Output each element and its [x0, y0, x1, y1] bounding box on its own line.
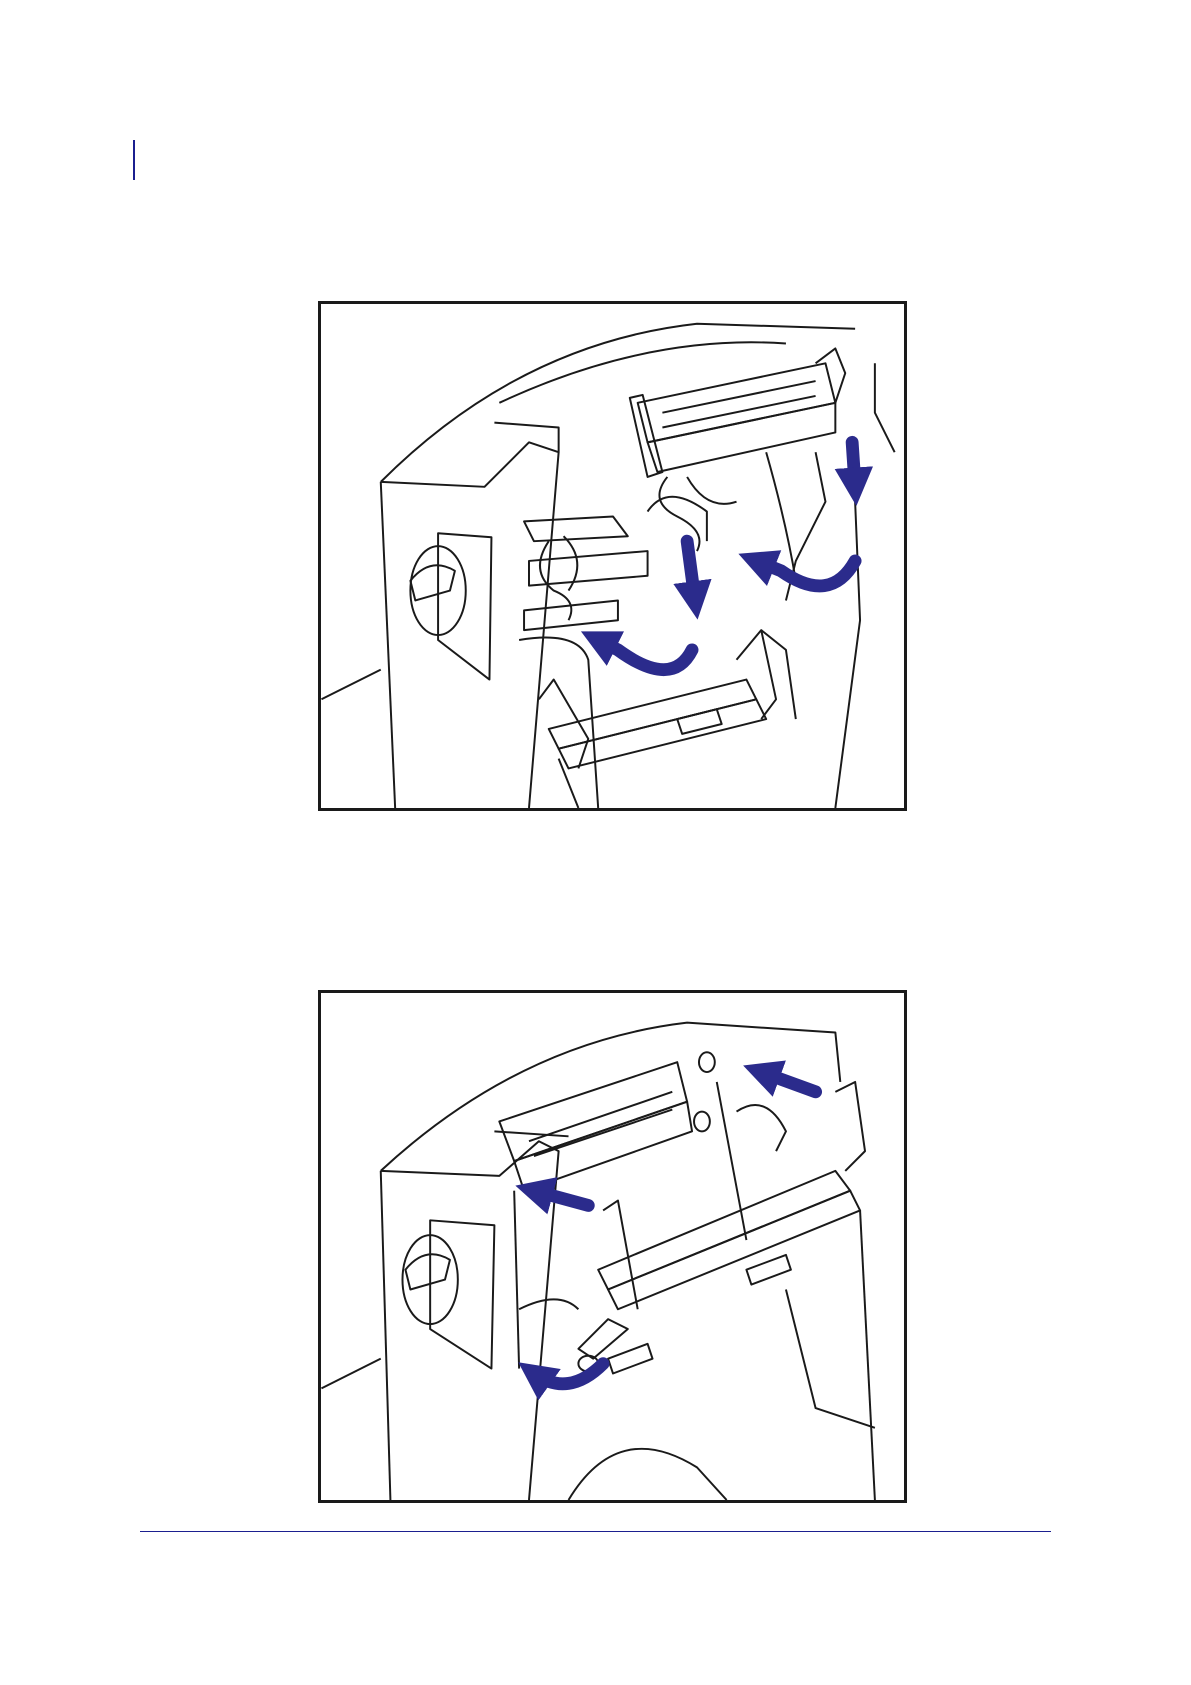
change-bar [133, 140, 135, 180]
footer-rule [140, 1531, 1051, 1532]
printhead-illustration [321, 304, 904, 808]
figure-top [318, 301, 907, 811]
figure-bottom [318, 990, 907, 1503]
printhead-illustration [321, 993, 904, 1500]
